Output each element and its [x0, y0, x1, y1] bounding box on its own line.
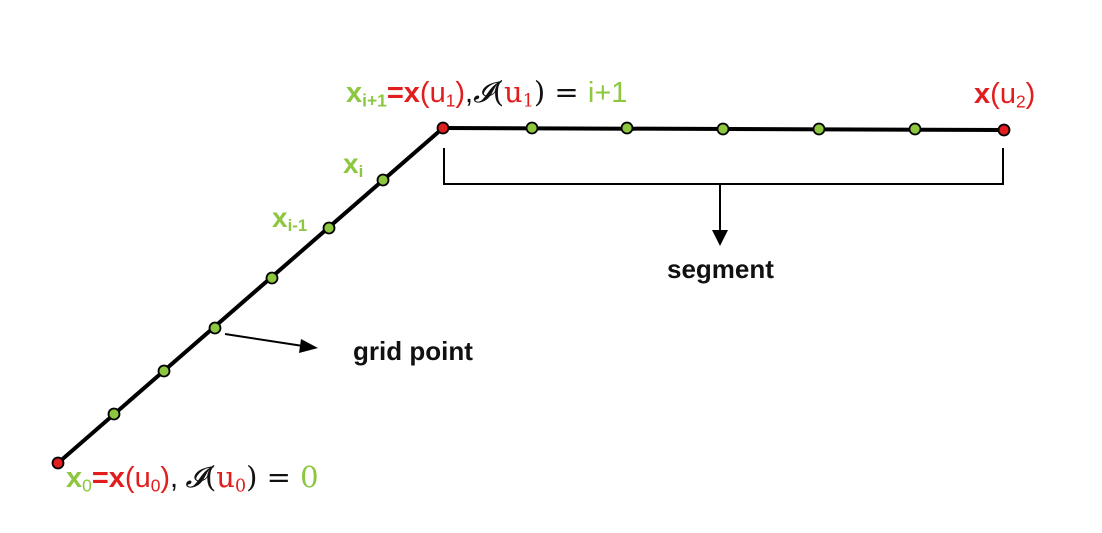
label-index-close: )	[533, 75, 546, 109]
endpoint-u2	[997, 123, 1011, 137]
grid-point-x-i	[376, 173, 390, 187]
grid-point	[908, 122, 922, 136]
grid-point	[265, 271, 279, 285]
grid-point	[812, 122, 826, 136]
label-var: x	[346, 77, 363, 109]
label-index-open: (	[204, 460, 217, 494]
segment-bracket	[443, 148, 1004, 185]
label-var: x	[66, 462, 83, 494]
label-var: x	[343, 148, 359, 179]
grid-point	[525, 121, 539, 135]
label-u-sub: 1	[445, 90, 456, 111]
label-value: 0	[300, 460, 319, 494]
grid-point-x-i-1	[322, 221, 336, 235]
label-x-0: x0=x(u0), 𝓘(u0) = 0	[66, 460, 319, 497]
label-u: u	[429, 77, 446, 109]
label-sub: i+1	[362, 90, 387, 111]
grid-point	[107, 407, 121, 421]
label-paren-open: (	[990, 78, 1000, 110]
label-eq: =	[386, 77, 404, 109]
grid-point	[716, 122, 730, 136]
grid-point-arrow-head	[299, 339, 318, 353]
label-value: i+1	[587, 77, 628, 109]
label-sep: ,	[465, 77, 474, 109]
grid-point	[157, 364, 171, 378]
label-u-sub: 2	[1015, 91, 1026, 112]
label-sub: i	[358, 162, 364, 182]
segment-arrow-head	[712, 230, 728, 246]
label-paren-close: )	[1025, 78, 1036, 110]
label-index-u-sub: 0	[234, 476, 247, 497]
label-sep: ,	[170, 462, 179, 494]
label-u: u	[134, 462, 151, 494]
label-paren-close: )	[160, 462, 171, 494]
label-fn: x	[403, 77, 420, 109]
segment-caption: segment	[667, 254, 774, 284]
grid-point	[620, 121, 634, 135]
grid-point-arrow-shaft	[224, 333, 304, 347]
label-x-i-minus-1: xi-1	[272, 202, 308, 236]
label-u-sub: 0	[150, 475, 161, 496]
label-eq: =	[91, 462, 109, 494]
label-index-u-sub: 1	[522, 91, 534, 112]
label-paren-open: (	[124, 462, 135, 494]
label-equals: =	[545, 75, 588, 109]
endpoint-u0	[51, 456, 65, 470]
label-paren-open: (	[419, 77, 430, 109]
label-u: u	[999, 78, 1016, 110]
label-x-u2: x(u2)	[974, 78, 1036, 112]
label-equals: =	[257, 460, 301, 494]
label-fn: x	[108, 462, 125, 494]
label-var: x	[272, 202, 288, 233]
label-index-fn: 𝓘	[185, 460, 205, 494]
grid-point-caption: grid point	[353, 336, 473, 366]
label-index-close: )	[246, 460, 258, 494]
label-index-open: (	[492, 75, 505, 109]
label-index-u: u	[504, 75, 523, 109]
label-x-i-plus-1: xi+1=x(u1),𝓘(u1) = i+1	[346, 75, 628, 112]
label-fn: x	[974, 78, 991, 110]
label-x-i: xi	[343, 148, 364, 182]
grid-point	[208, 321, 222, 335]
endpoint-u1	[436, 121, 450, 135]
label-paren-close: )	[455, 77, 466, 109]
label-index-fn: 𝓘	[473, 75, 493, 109]
label-sub: i-1	[287, 216, 308, 236]
label-index-u: u	[216, 460, 235, 494]
label-sub: 0	[82, 475, 92, 496]
